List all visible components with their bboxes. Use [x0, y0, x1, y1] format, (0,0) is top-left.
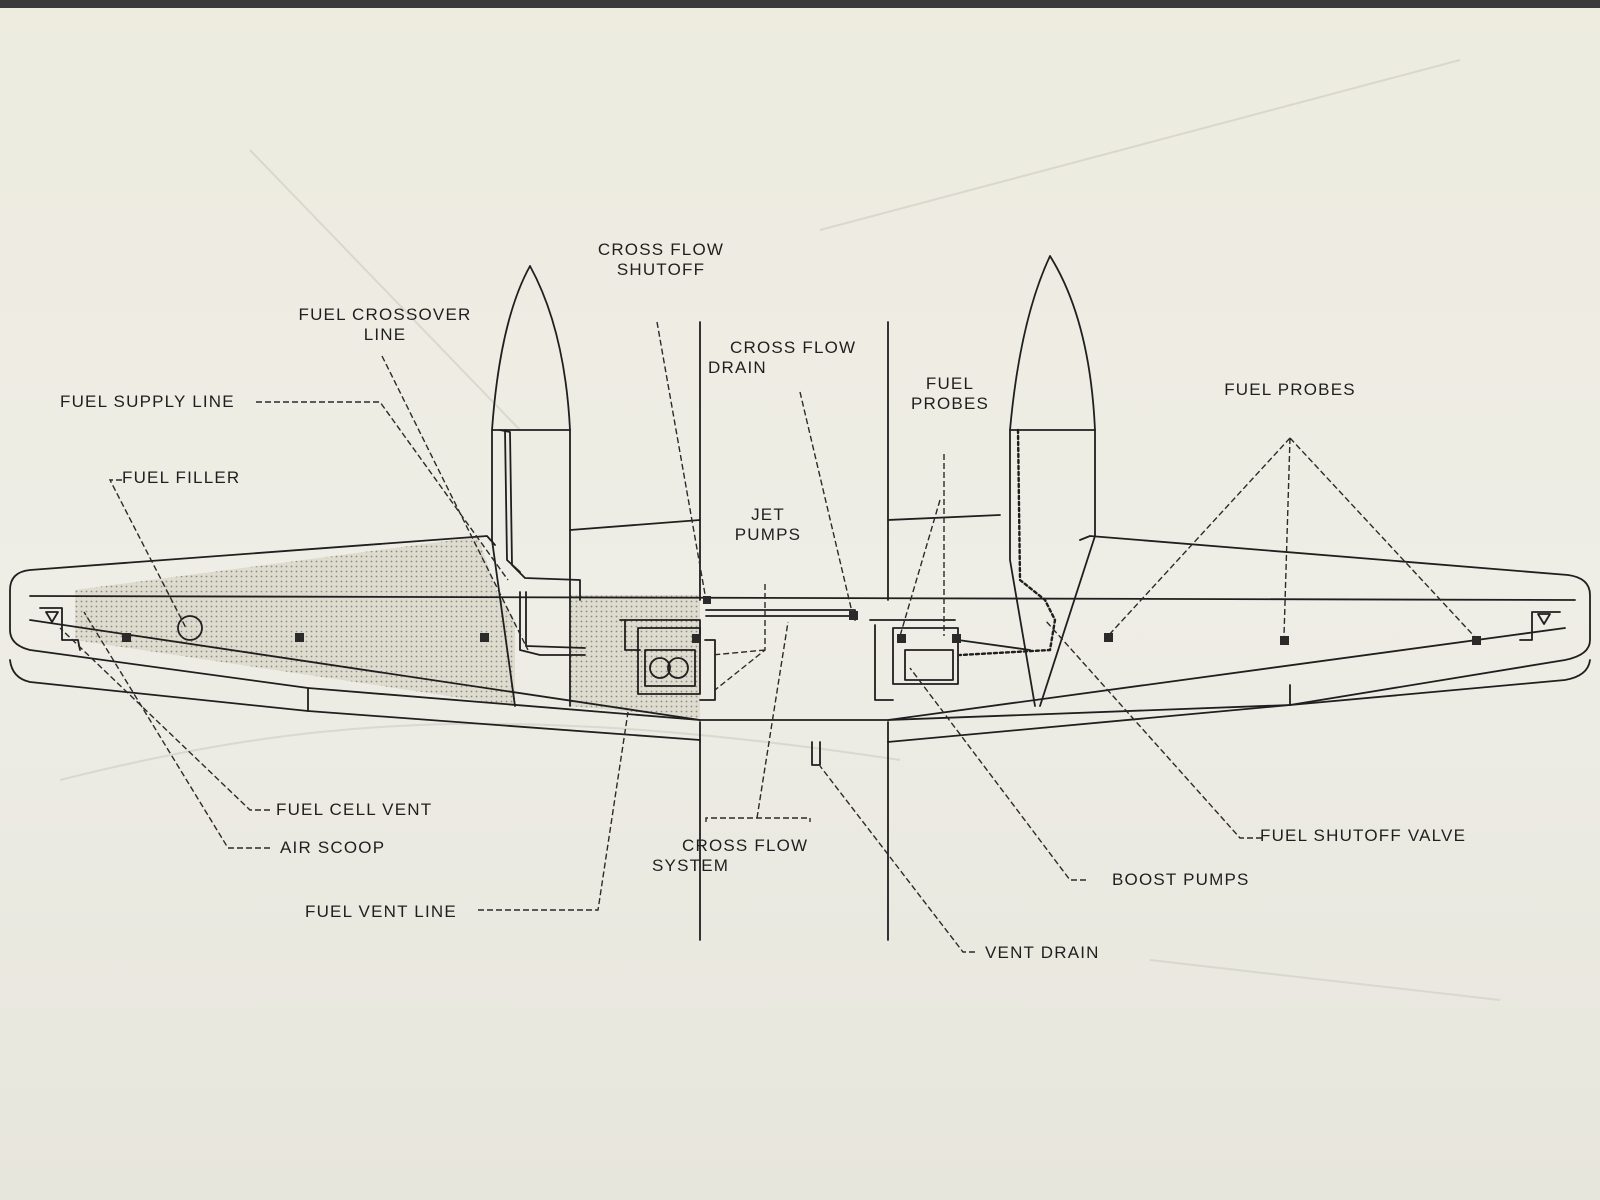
label-jet-pumps-line2: PUMPS [734, 525, 802, 544]
right-air-scoop-tri [1537, 613, 1551, 625]
right-probe-3 [1472, 636, 1481, 645]
label-fuel-crossover-line1: FUEL CROSSOVER [298, 305, 472, 324]
leader-air-scoop [83, 611, 270, 849]
leader-vent-drain [819, 765, 975, 953]
label-fuel-probes-right: FUEL PROBES [1224, 380, 1356, 399]
right-pump-piping [869, 619, 1031, 701]
leader-fuel-vent-line [478, 711, 629, 911]
leader-fuel-crossover [381, 355, 529, 651]
left-wing-outline [9, 535, 701, 721]
label-cross-flow-drain-line2: DRAIN [708, 358, 767, 377]
left-boost-pump-a [649, 657, 671, 679]
label-fuel-crossover-line2: LINE [363, 325, 407, 344]
label-vent-drain: VENT DRAIN [985, 943, 1100, 962]
label-fuel-probes-center-line1: FUEL [925, 374, 975, 393]
leader-fuel-probes-center [899, 454, 945, 637]
fuel-probe-markers [122, 596, 1481, 645]
front-spar [29, 595, 1576, 601]
leader-fuel-cell-vent [59, 627, 270, 811]
right-boost-pump-inner [904, 649, 954, 681]
label-fuel-cell-vent: FUEL CELL VENT [276, 800, 433, 819]
left-wing-trailing-lower [9, 659, 701, 741]
leader-cross-flow-drain [799, 391, 853, 613]
label-cross-flow-shutoff-line2: SHUTOFF [616, 260, 706, 279]
label-boost-pumps: BOOST PUMPS [1112, 870, 1250, 889]
background-ghost-lines [59, 59, 1501, 1001]
shutoff-valve-marker [703, 596, 711, 604]
leader-fuel-filler [108, 479, 187, 629]
left-air-scoop-tri [45, 611, 59, 623]
leader-fuel-probes-right [1107, 437, 1475, 637]
label-fuel-probes-center: FUEL PROBES [895, 374, 1005, 414]
label-jet-pumps: JET PUMPS [718, 505, 818, 545]
top-border-rule [0, 0, 1600, 8]
right-probe-2 [1280, 636, 1289, 645]
left-probe-3 [480, 633, 489, 642]
center-probe-2 [897, 634, 906, 643]
center-probe-1 [692, 634, 701, 643]
left-crossover-line-2 [525, 591, 586, 649]
left-nacelle-fairing [569, 519, 701, 531]
left-jet-pump-box [637, 627, 701, 695]
label-air-scoop: AIR SCOOP [280, 838, 386, 857]
left-center-tank-shading [570, 595, 700, 718]
leader-fuel-supply [256, 401, 509, 581]
label-fuel-vent-line: FUEL VENT LINE [305, 902, 457, 921]
label-cross-flow-system-line2: SYSTEM [652, 856, 730, 875]
label-fuel-crossover-line: FUEL CROSSOVER LINE [280, 305, 490, 345]
leader-fuel-shutoff-valve [1044, 619, 1262, 839]
label-cross-flow-system-line1: CROSS FLOW [682, 836, 809, 855]
left-jet-pump-inner [644, 649, 696, 687]
right-air-scoop [1519, 611, 1561, 641]
label-cross-flow-drain: CROSS FLOW DRAIN [708, 338, 888, 378]
left-fuel-tank-shading [75, 537, 515, 706]
leader-cross-flow-shutoff [656, 321, 707, 601]
label-cross-flow-system: CROSS FLOW SYSTEM [652, 836, 822, 876]
left-supply-line [499, 429, 581, 601]
right-wing-trailing-lower [887, 659, 1591, 743]
leader-cross-flow-system [705, 621, 811, 822]
label-cross-flow-shutoff: CROSS FLOW SHUTOFF [576, 240, 746, 280]
left-pump-piping [619, 619, 716, 701]
right-wing-outline [887, 535, 1591, 721]
left-boost-pump-b [667, 657, 689, 679]
left-crossover-line [519, 591, 586, 656]
label-cross-flow-drain-line1: CROSS FLOW [730, 338, 857, 357]
vent-drain-stub [811, 741, 821, 766]
left-supply-line-inner [504, 429, 521, 573]
drain-valve-marker [849, 611, 858, 620]
right-boost-pump-box [892, 627, 959, 685]
leader-jet-pumps [711, 584, 766, 691]
label-jet-pumps-line1: JET [751, 505, 785, 524]
inner-spar [29, 619, 1566, 721]
right-supply-line [958, 428, 1057, 657]
label-cross-flow-shutoff-line1: CROSS FLOW [597, 240, 725, 259]
label-fuel-probes-center-line2: PROBES [910, 394, 990, 413]
left-probe-2 [295, 633, 304, 642]
center-crossflow-line [705, 609, 856, 621]
right-probe-1 [1104, 633, 1113, 642]
center-probe-3 [952, 634, 961, 643]
label-fuel-shutoff-valve: FUEL SHUTOFF VALVE [1260, 826, 1467, 845]
label-fuel-filler: FUEL FILLER [122, 468, 241, 487]
leader-boost-pumps [909, 667, 1086, 881]
left-probe-1 [122, 633, 131, 642]
label-fuel-supply-line: FUEL SUPPLY LINE [60, 392, 235, 411]
fuel-filler-cap [177, 615, 203, 641]
left-air-scoop [39, 607, 81, 651]
